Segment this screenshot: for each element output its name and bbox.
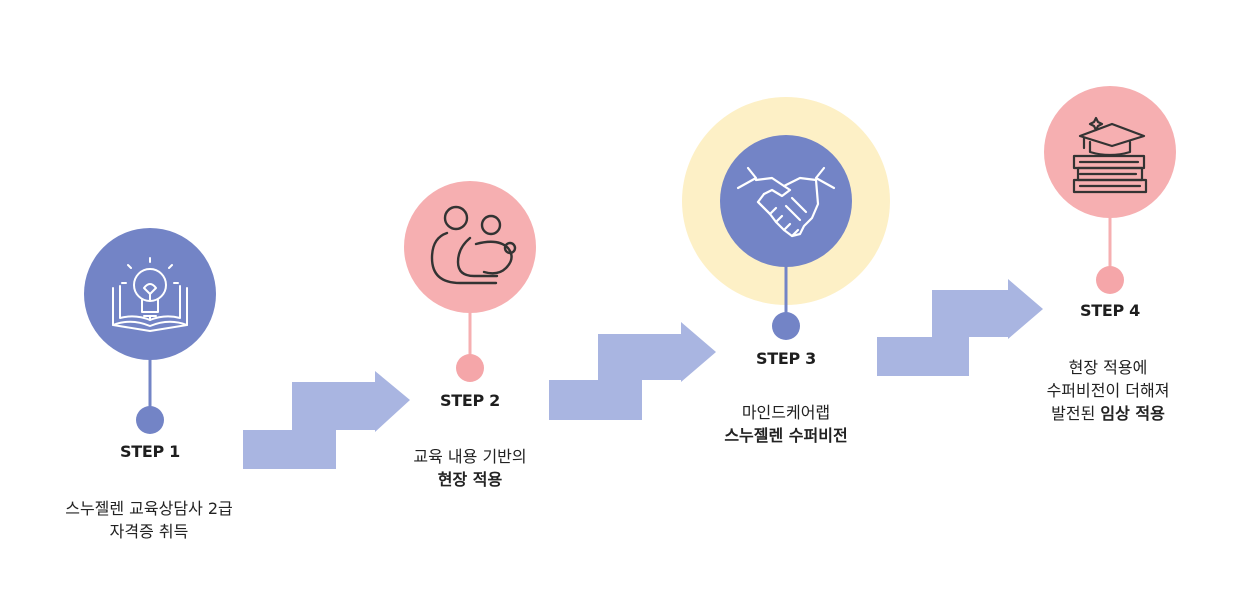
step-2-label: STEP 2 — [440, 391, 500, 410]
step-3-desc-line1: 마인드케어랩 — [741, 403, 831, 422]
step-1-description: 스누젤렌 교육상담사 2급 자격증 취득 — [19, 497, 279, 543]
step-4-node — [1044, 86, 1176, 294]
step-2-node — [404, 181, 536, 382]
step-4-desc-line3-strong: 임상 적용 — [1100, 404, 1165, 423]
step-1-desc-line1: 스누젤렌 교육상담사 2급 — [65, 499, 233, 518]
step-4-desc-line3: 발전된 임상 적용 — [978, 402, 1238, 425]
graduation-cap-books-icon — [1072, 116, 1148, 194]
step-4-desc-line2: 수퍼비전이 더해져 — [1046, 381, 1170, 400]
step-arrow-3 — [877, 279, 1043, 376]
step-2-description: 교육 내용 기반의 현장 적용 — [340, 445, 600, 491]
step-arrow-1 — [243, 371, 410, 469]
step-1-desc-line2: 자격증 취득 — [109, 522, 189, 541]
step-2-desc-line2: 현장 적용 — [437, 470, 503, 489]
step-4-label: STEP 4 — [1080, 301, 1140, 320]
step-4-description: 현장 적용에 수퍼비전이 더해져 발전된 임상 적용 — [978, 356, 1238, 425]
step-3-label: STEP 3 — [756, 349, 816, 368]
step-4-desc-line3-prefix: 발전된 — [1051, 404, 1101, 423]
handshake-icon — [736, 166, 836, 238]
step-3-description: 마인드케어랩 스누젤렌 수퍼비전 — [656, 401, 916, 447]
parent-child-hug-icon — [430, 205, 517, 285]
step-1-node — [84, 228, 216, 434]
step-4-desc-line1: 현장 적용에 — [1068, 358, 1148, 377]
step-2-desc-line1: 교육 내용 기반의 — [413, 447, 527, 466]
step-arrow-2 — [549, 322, 716, 420]
step-1-label: STEP 1 — [120, 442, 180, 461]
lightbulb-book-icon — [112, 257, 188, 332]
step-3-desc-line2: 스누젤렌 수퍼비전 — [724, 426, 848, 445]
step-3-node — [682, 97, 890, 340]
